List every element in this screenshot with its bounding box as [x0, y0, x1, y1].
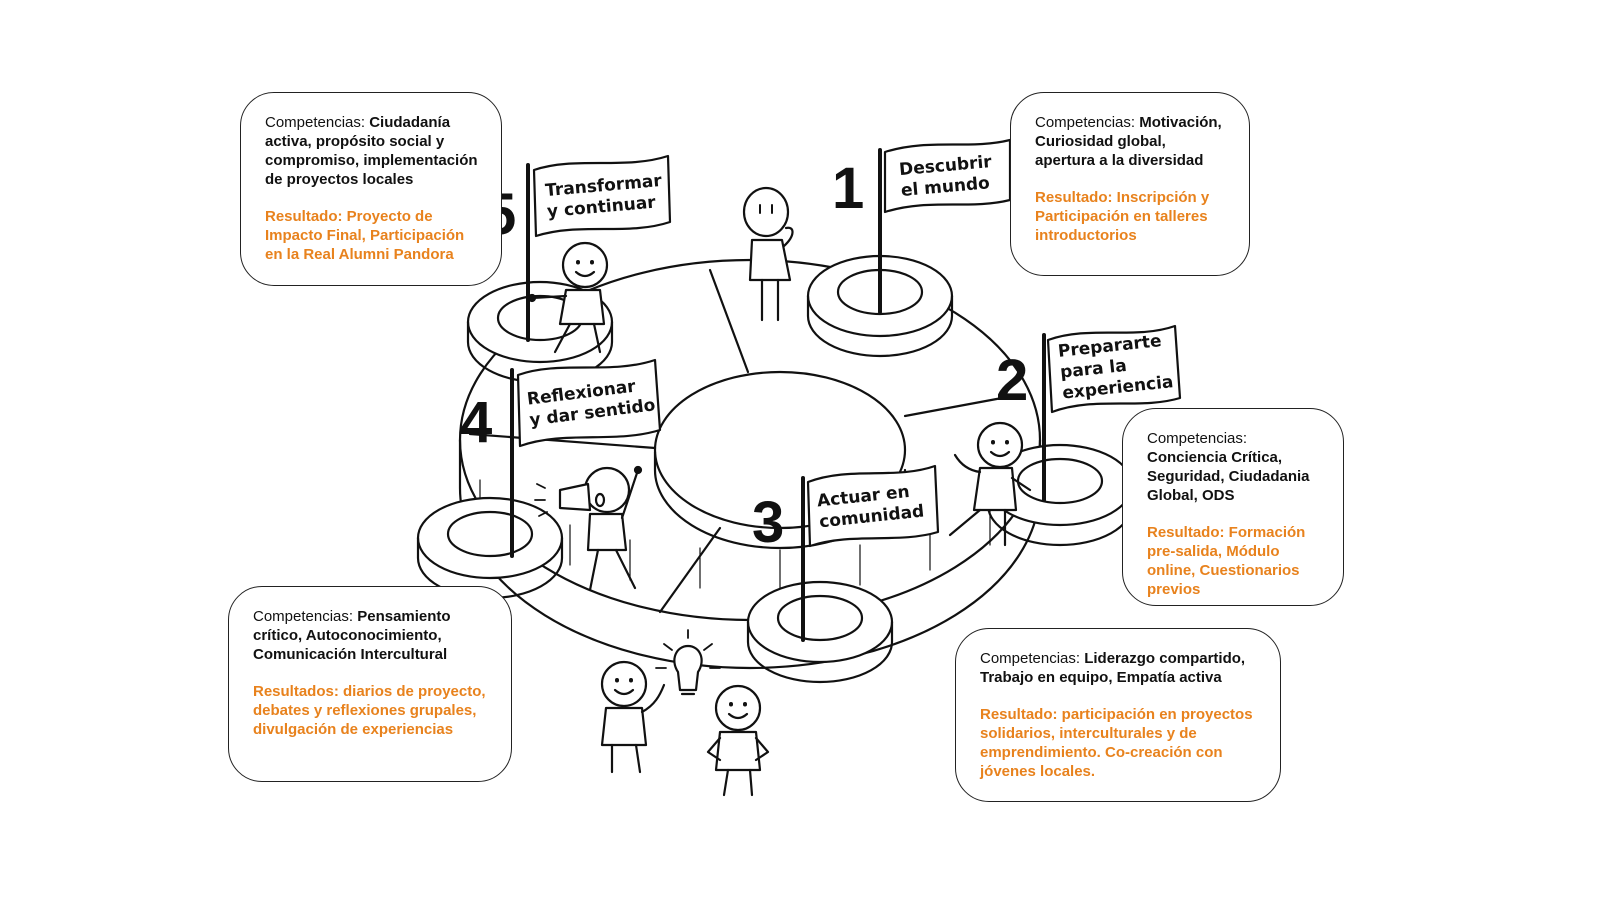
competencies-value: Liderazgo compartido, Trabajo en equipo,…	[980, 650, 1246, 686]
competencies-box-2: Competencias: Conciencia Crítica, Seguri…	[1122, 408, 1344, 606]
competencies-label: Competencias:	[1035, 114, 1140, 131]
flag-label-2: Prepararte para la experiencia	[1057, 331, 1175, 404]
pedestal-3	[746, 580, 894, 684]
competencies-value: Ciudadanía activa, propósito social y co…	[265, 114, 478, 188]
figure-step-5	[527, 241, 609, 354]
figure-megaphone	[534, 465, 643, 592]
flag-label-1: Descubrir el mundo	[898, 152, 993, 201]
flag-3	[801, 464, 940, 642]
competencies-value: Motivación, Curiosidad global, apertura …	[1035, 114, 1222, 169]
result-text: Resultado: Proyecto de Impacto Final, Pa…	[265, 208, 465, 263]
figure-idea	[600, 629, 721, 774]
divider	[468, 432, 657, 450]
figure-standing	[706, 684, 770, 797]
pedestal-4	[416, 496, 564, 600]
figure-step-2	[948, 421, 1032, 547]
step-number-3: 3	[752, 490, 785, 555]
divider	[708, 268, 750, 374]
competencies-box-4: Competencias: Pensamiento crítico, Autoc…	[228, 586, 512, 782]
competencies-box-5: Competencias: Ciudadanía activa, propósi…	[240, 92, 502, 286]
result-text: Resultado: Formación pre-salida, Módulo …	[1147, 524, 1306, 598]
competencies-value: Conciencia Crítica, Seguridad, Ciudadani…	[1147, 449, 1310, 504]
competencies-box-1: Competencias: Motivación, Curiosidad glo…	[1010, 92, 1250, 276]
result-text: Resultado: participación en proyectos so…	[980, 706, 1253, 780]
step-number-1: 1	[832, 156, 865, 221]
competencies-box-3: Competencias: Liderazgo compartido, Trab…	[955, 628, 1281, 802]
competencies-label: Competencias:	[980, 650, 1085, 667]
competencies-label: Competencias:	[265, 114, 370, 131]
step-number-4: 4	[460, 390, 493, 455]
divider	[903, 396, 1004, 418]
result-text: Resultado: Inscripción y Participación e…	[1035, 189, 1210, 244]
competencies-label: Competencias:	[1147, 430, 1248, 447]
result-text: Resultados: diarios de proyecto, debates…	[253, 683, 486, 738]
flag-2	[1042, 324, 1182, 502]
divider	[658, 526, 722, 614]
flag-5	[526, 154, 672, 342]
step-number-2: 2	[996, 348, 1029, 413]
competencies-value: Pensamiento crítico, Autoconocimiento, C…	[253, 608, 451, 663]
flag-4	[510, 358, 662, 558]
figure-thinking	[742, 186, 794, 322]
competencies-label: Competencias:	[253, 608, 358, 625]
